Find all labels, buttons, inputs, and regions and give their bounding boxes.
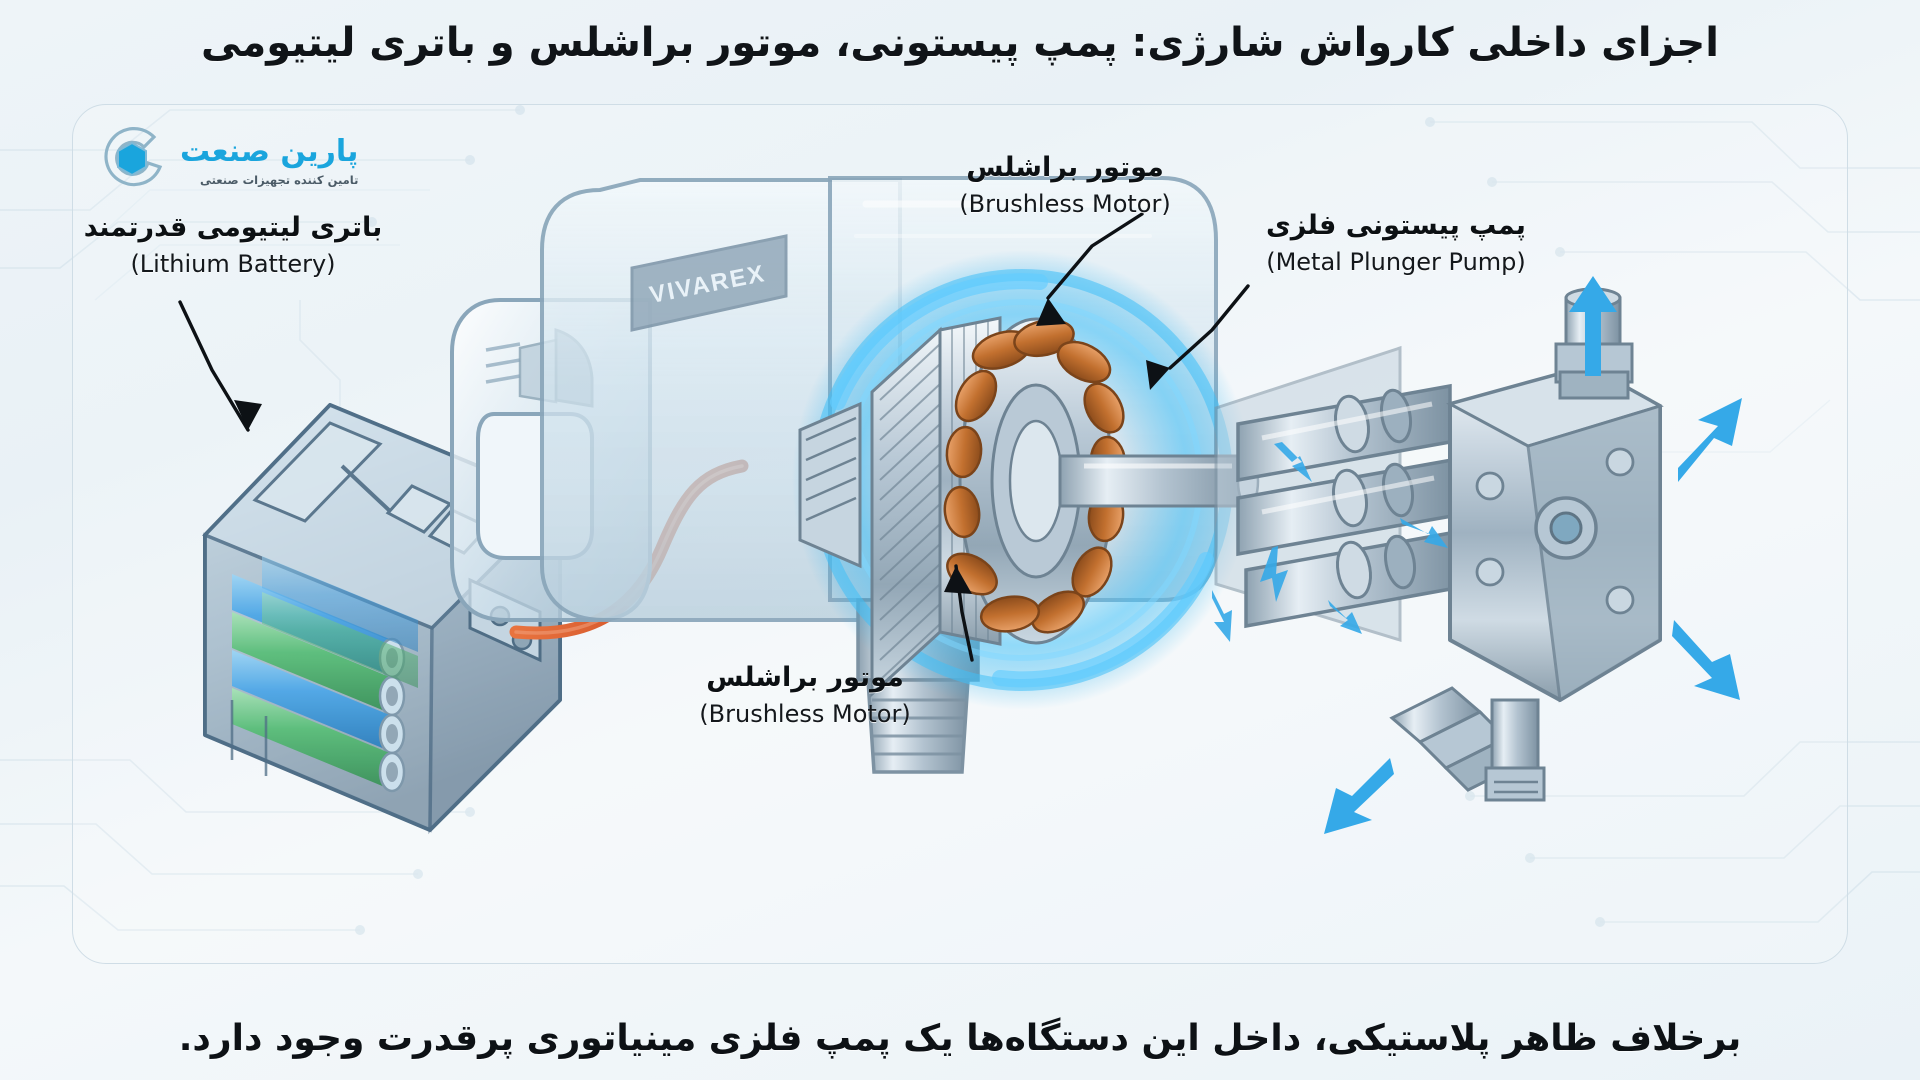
callout-motor-bottom-fa: موتور براشلس <box>706 662 904 693</box>
callout-pump: پمپ پیستونی فلزی (Metal Plunger Pump) <box>1246 208 1546 278</box>
logo-tagline: تامین کننده تجهیزات صنعتی <box>199 173 359 187</box>
brand-plate: VIVAREX <box>630 234 788 332</box>
callout-motor-bottom: موتور براشلس (Brushless Motor) <box>660 660 950 730</box>
drain-port <box>1484 698 1546 802</box>
callout-motor-bottom-en: (Brushless Motor) <box>699 700 911 729</box>
callout-motor-top-fa: موتور براشلس <box>966 152 1164 183</box>
flow-arrow-down-right <box>1672 620 1740 700</box>
metal-plunger-pump-assembly <box>1214 287 1664 802</box>
drive-coupling <box>798 401 862 569</box>
page-title: اجزای داخلی کارواش شارژی: پمپ پیستونی، م… <box>201 20 1719 66</box>
page-caption: برخلاف ظاهر پلاستیکی، داخل این دستگاه‌ها… <box>178 1018 1742 1060</box>
callout-battery: باتری لیتیومی قدرتمند (Lithium Battery) <box>68 210 398 280</box>
flow-arrow-up-right <box>1678 398 1742 482</box>
callout-pump-en: (Metal Plunger Pump) <box>1266 248 1526 277</box>
callout-battery-en: (Lithium Battery) <box>130 250 336 279</box>
callout-pump-fa: پمپ پیستونی فلزی <box>1266 210 1526 241</box>
hexagon-wrench-icon <box>104 127 163 187</box>
callout-motor-top: موتور براشلس (Brushless Motor) <box>930 150 1200 220</box>
flow-arrow-down-left <box>1324 758 1394 834</box>
callout-motor-top-en: (Brushless Motor) <box>959 190 1171 219</box>
logo-name: پارین صنعت <box>180 134 359 169</box>
brand-logo: پارین صنعت تامین کننده تجهیزات صنعتی <box>92 120 392 204</box>
callout-battery-fa: باتری لیتیومی قدرتمند <box>83 212 383 243</box>
flow-arrows <box>1212 276 1742 834</box>
valve-manifold <box>1445 364 1664 703</box>
flow-arrow-up <box>1569 276 1617 376</box>
copper-windings <box>943 317 1127 645</box>
